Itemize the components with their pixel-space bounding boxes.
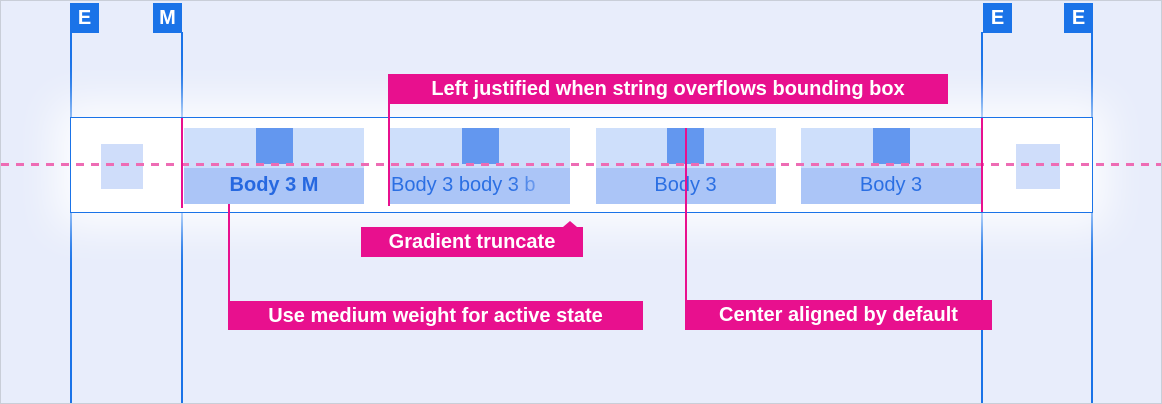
left-justified-pointer-line — [387, 104, 390, 206]
margin-guide-line-outer-left — [70, 32, 72, 403]
center-aligned-pointer-line — [685, 128, 687, 300]
margin-token-badge-e-inner-right: E — [983, 3, 1012, 33]
spacer-square-left — [101, 144, 143, 189]
margin-token-badge-e-outer-right: E — [1064, 3, 1093, 33]
tab-start-pointer-line — [181, 118, 183, 208]
tab-label: Body 3 body 3 b — [390, 167, 570, 204]
margin-guide-line-outer-right — [1091, 32, 1093, 403]
medium-weight-pointer-line — [228, 204, 230, 301]
callout-gradient-truncate: Gradient truncate — [361, 221, 583, 257]
margin-token-badge-e-outer-left: E — [70, 3, 99, 33]
callout-text: Gradient truncate — [388, 231, 556, 253]
tab-truncated[interactable]: Body 3 body 3 b — [390, 127, 570, 204]
margin-guide-line-inner-left — [181, 32, 183, 403]
tab-active[interactable]: Body 3 M — [184, 127, 364, 204]
callout-caret-up-icon — [563, 221, 577, 227]
callout-medium-weight: Use medium weight for active state — [228, 301, 643, 330]
icon-placeholder-square — [255, 127, 293, 164]
icon-placeholder-square — [461, 127, 499, 164]
callout-center-aligned: Center aligned by default — [685, 300, 992, 330]
icon-placeholder-square — [872, 127, 910, 164]
tab-label: Body 3 — [801, 167, 981, 204]
tab-label: Body 3 M — [184, 167, 364, 204]
spacer-square-right — [1016, 144, 1060, 189]
margin-guide-line-inner-right — [981, 32, 983, 403]
tab-icon-row — [184, 127, 364, 168]
tab-default-2[interactable]: Body 3 — [801, 127, 981, 204]
gradient-fade-overlay — [512, 167, 570, 204]
center-baseline-dashed-line — [1, 163, 1161, 166]
tab-label-text: Body 3 body 3 b — [391, 174, 536, 197]
tab-icon-row — [801, 127, 981, 168]
tab-end-pointer-line — [981, 118, 983, 212]
callout-left-justified: Left justified when string overflows bou… — [388, 74, 948, 104]
tab-icon-row — [390, 127, 570, 168]
margin-token-badge-m-inner-left: M — [153, 3, 182, 33]
